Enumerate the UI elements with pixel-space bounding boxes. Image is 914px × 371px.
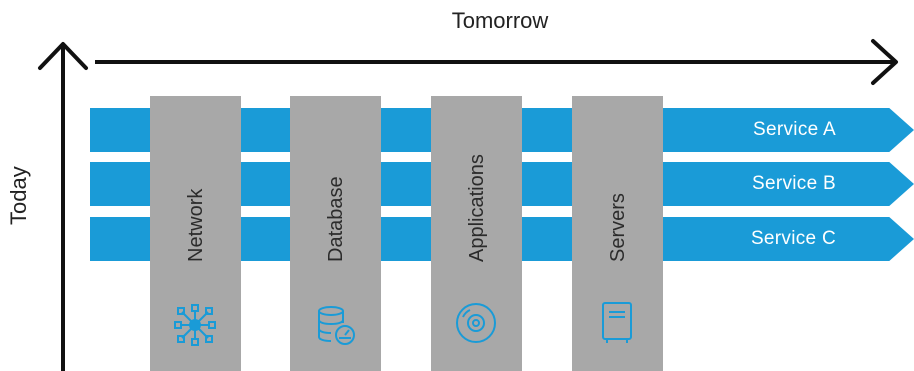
pillar-label-database: Database [325, 176, 347, 262]
horizontal-axis-title: Tomorrow [451, 8, 549, 33]
pillar-label-servers: Servers [607, 193, 629, 262]
database-icon [318, 306, 355, 345]
pillar-label-network: Network [185, 188, 207, 262]
pillar-label-applications: Applications [466, 154, 488, 262]
service-label-a: Service A [753, 119, 836, 140]
service-label-c: Service C [750, 228, 836, 249]
service-label-b: Service B [751, 173, 836, 194]
network-icon [174, 304, 216, 346]
vertical-axis-title: Today [6, 166, 31, 225]
horizontal-axis-arrowhead [871, 39, 898, 85]
server-icon [602, 302, 632, 343]
pillar-database [290, 96, 381, 371]
vertical-axis-arrowhead [38, 42, 88, 70]
disc-icon [456, 303, 496, 343]
pillar-servers [572, 96, 663, 371]
